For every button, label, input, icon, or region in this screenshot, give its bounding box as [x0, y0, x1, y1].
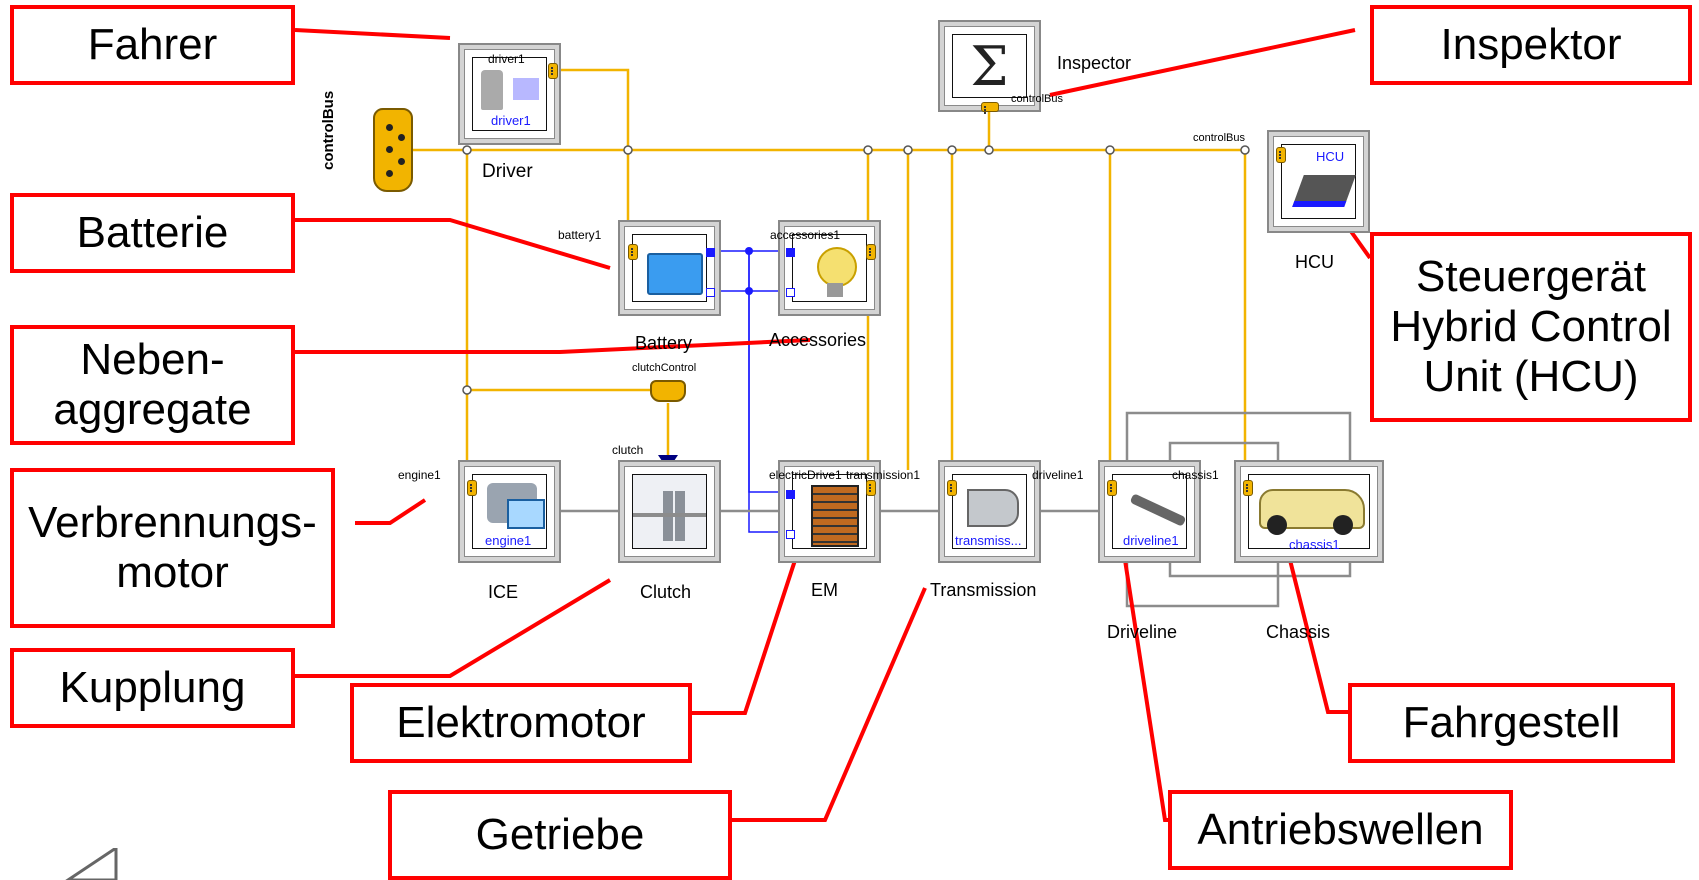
chassis-block[interactable]: chassis1 — [1234, 460, 1384, 563]
battery-icon — [647, 253, 703, 295]
driveline-inner-label: driveline1 — [1123, 533, 1179, 548]
chip-icon — [1292, 175, 1356, 207]
sum-icon: Σ — [970, 34, 1009, 98]
accessories-positive-pin[interactable] — [786, 248, 795, 257]
callout-fahrgestell: Fahrgestell — [1348, 683, 1675, 763]
transmission-label: Transmission — [930, 580, 1037, 600]
inspector-bus-label: controlBus — [1011, 93, 1063, 105]
pedal-icon — [513, 78, 539, 100]
bulb-base-icon — [827, 283, 843, 297]
clutch-instance-label: clutch — [612, 443, 644, 457]
battery-positive-pin[interactable] — [706, 248, 715, 257]
chassis-bus-port[interactable] — [1243, 480, 1253, 496]
em-block[interactable] — [778, 460, 881, 563]
hcu-bus-label: controlBus — [1193, 132, 1245, 144]
em-label: EM — [811, 580, 838, 600]
driver-block[interactable]: driver1 — [458, 43, 561, 145]
clutch-control-connector[interactable] — [650, 380, 686, 402]
transmission-bus-port[interactable] — [947, 480, 957, 496]
accessories-label: Accessories — [769, 330, 867, 350]
clutch-label: Clutch — [640, 582, 692, 602]
hcu-bus-port[interactable] — [1276, 147, 1286, 163]
gearbox-icon — [967, 489, 1019, 527]
accessories-block[interactable] — [778, 220, 881, 316]
driveshaft-icon — [1129, 493, 1187, 527]
callout-steuergeraet: Steuergerät Hybrid Control Unit (HCU) — [1370, 232, 1692, 422]
accessories-instance-label: accessories1 — [770, 228, 841, 242]
ice-inner-label: engine1 — [485, 533, 532, 548]
callout-inspektor: Inspektor — [1370, 5, 1692, 85]
inspector-label: Inspector — [1057, 53, 1132, 73]
em-bus-port[interactable] — [866, 480, 876, 496]
transmission-block[interactable]: transmiss... — [938, 460, 1041, 563]
inspector-block[interactable]: Σ — [938, 20, 1041, 114]
clutch-shaft-icon — [633, 513, 706, 517]
clutch-control-label: clutchControl — [632, 362, 697, 374]
car-wheel-front-icon — [1267, 515, 1287, 535]
em-positive-pin[interactable] — [786, 490, 795, 499]
leader-lines — [294, 28, 1372, 822]
chassis-label: Chassis — [1266, 622, 1331, 642]
driver-seat-icon — [481, 70, 503, 110]
car-wheel-rear-icon — [1333, 515, 1353, 535]
clutch-block[interactable] — [618, 460, 721, 563]
chassis-inner-label: chassis1 — [1289, 537, 1340, 552]
battery-negative-pin[interactable] — [706, 288, 715, 297]
driveline-bus-port[interactable] — [1107, 480, 1117, 496]
callout-fahrer: Fahrer — [10, 5, 295, 85]
em-negative-pin[interactable] — [786, 530, 795, 539]
callout-nebenaggregate: Neben- aggregate — [10, 325, 295, 445]
transmission-inner-label: transmiss... — [955, 533, 1022, 548]
callout-antriebswellen: Antriebswellen — [1168, 790, 1513, 870]
inspector-bus-port[interactable] — [981, 102, 999, 114]
control-bus-connector[interactable] — [373, 108, 413, 192]
engine-screen-icon — [507, 499, 545, 529]
battery-block[interactable] — [618, 220, 721, 316]
callout-batterie: Batterie — [10, 193, 295, 273]
hcu-label: HCU — [1295, 252, 1334, 272]
electric-junctions — [745, 247, 753, 295]
ice-instance-label: engine1 — [398, 468, 441, 482]
battery-bus-port[interactable] — [628, 244, 638, 260]
driveline-block[interactable]: driveline1 — [1098, 460, 1201, 563]
accessories-negative-pin[interactable] — [786, 288, 795, 297]
logo-fragment — [65, 848, 118, 880]
lightbulb-icon — [817, 247, 857, 287]
accessories-bus-port[interactable] — [866, 244, 876, 260]
bus-junctions — [462, 145, 1250, 395]
driver-label: Driver — [482, 161, 533, 182]
callout-verbrennungsmotor: Verbrennungs- motor — [10, 468, 335, 628]
em-instance-label: electricDrive1 — [769, 468, 842, 482]
ice-bus-port[interactable] — [467, 480, 477, 496]
transmission-instance-label: transmission1 — [846, 468, 921, 482]
callout-kupplung: Kupplung — [10, 648, 295, 728]
callout-elektromotor: Elektromotor — [350, 683, 692, 763]
driveline-label: Driveline — [1107, 622, 1178, 642]
control-bus-label: controlBus — [320, 90, 337, 170]
driver-bus-port[interactable] — [548, 63, 558, 79]
ice-label: ICE — [488, 582, 519, 602]
callout-getriebe: Getriebe — [388, 790, 732, 880]
motor-icon — [811, 485, 859, 547]
driver-instance-label: driver1 — [488, 52, 525, 66]
battery-instance-label: battery1 — [558, 228, 602, 242]
ice-block[interactable]: engine1 — [458, 460, 561, 563]
hcu-inner-label: HCU — [1316, 149, 1345, 164]
driver-inner-label: driver1 — [491, 113, 531, 128]
hcu-block[interactable]: HCU — [1267, 130, 1370, 233]
chassis-instance-label: chassis1 — [1172, 468, 1219, 482]
driveline-instance-label: driveline1 — [1032, 468, 1084, 482]
battery-label: Battery — [635, 333, 693, 353]
